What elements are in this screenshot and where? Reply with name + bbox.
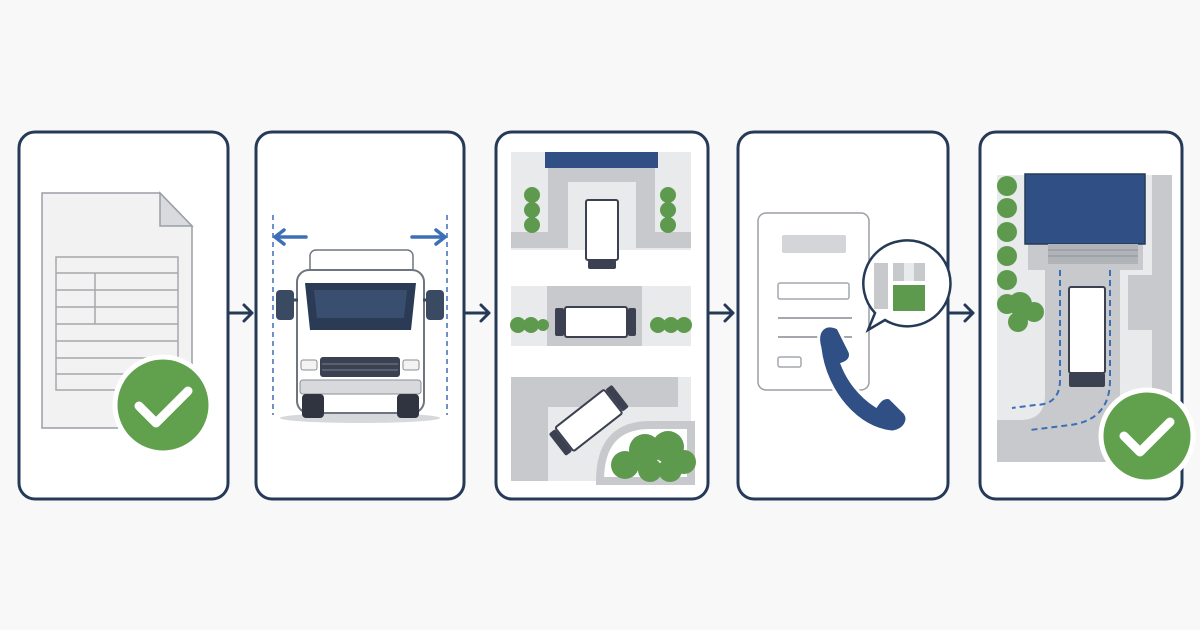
map-speech-bubble-icon [862,239,952,333]
tree-icon [524,187,676,233]
flow-arrow-icon [464,303,491,323]
flow-arrow-icon [948,303,975,323]
step-4-panel [736,130,952,501]
width-arrow-right-icon [410,228,447,246]
flow-arrow-icon [708,303,735,323]
checkmark-badge-icon [1098,387,1196,485]
truck-topdown-icon [555,306,636,338]
corner-turn-scene [511,377,696,485]
step-1-panel [17,130,230,501]
loading-dock-scene [511,152,691,269]
truck-topdown-icon [549,385,629,456]
tree-icon [611,431,696,482]
step-2-panel [254,130,466,501]
truck-front-icon [276,249,444,423]
width-guide-lines [272,215,448,415]
step-3-panel [494,130,710,501]
phone-handset-icon [817,324,909,434]
street-scene [510,286,692,346]
tree-icon [510,317,692,333]
truck-topdown-icon [585,199,619,269]
checkmark-badge-icon [112,354,214,456]
truck-topdown-icon [1068,286,1106,387]
step-5-panel [978,130,1196,501]
form-card-icon [757,212,870,391]
reverse-path-guides [1011,270,1111,431]
flow-arrow-icon [227,303,254,323]
tree-icon [997,176,1044,332]
width-arrow-left-icon [273,228,308,246]
